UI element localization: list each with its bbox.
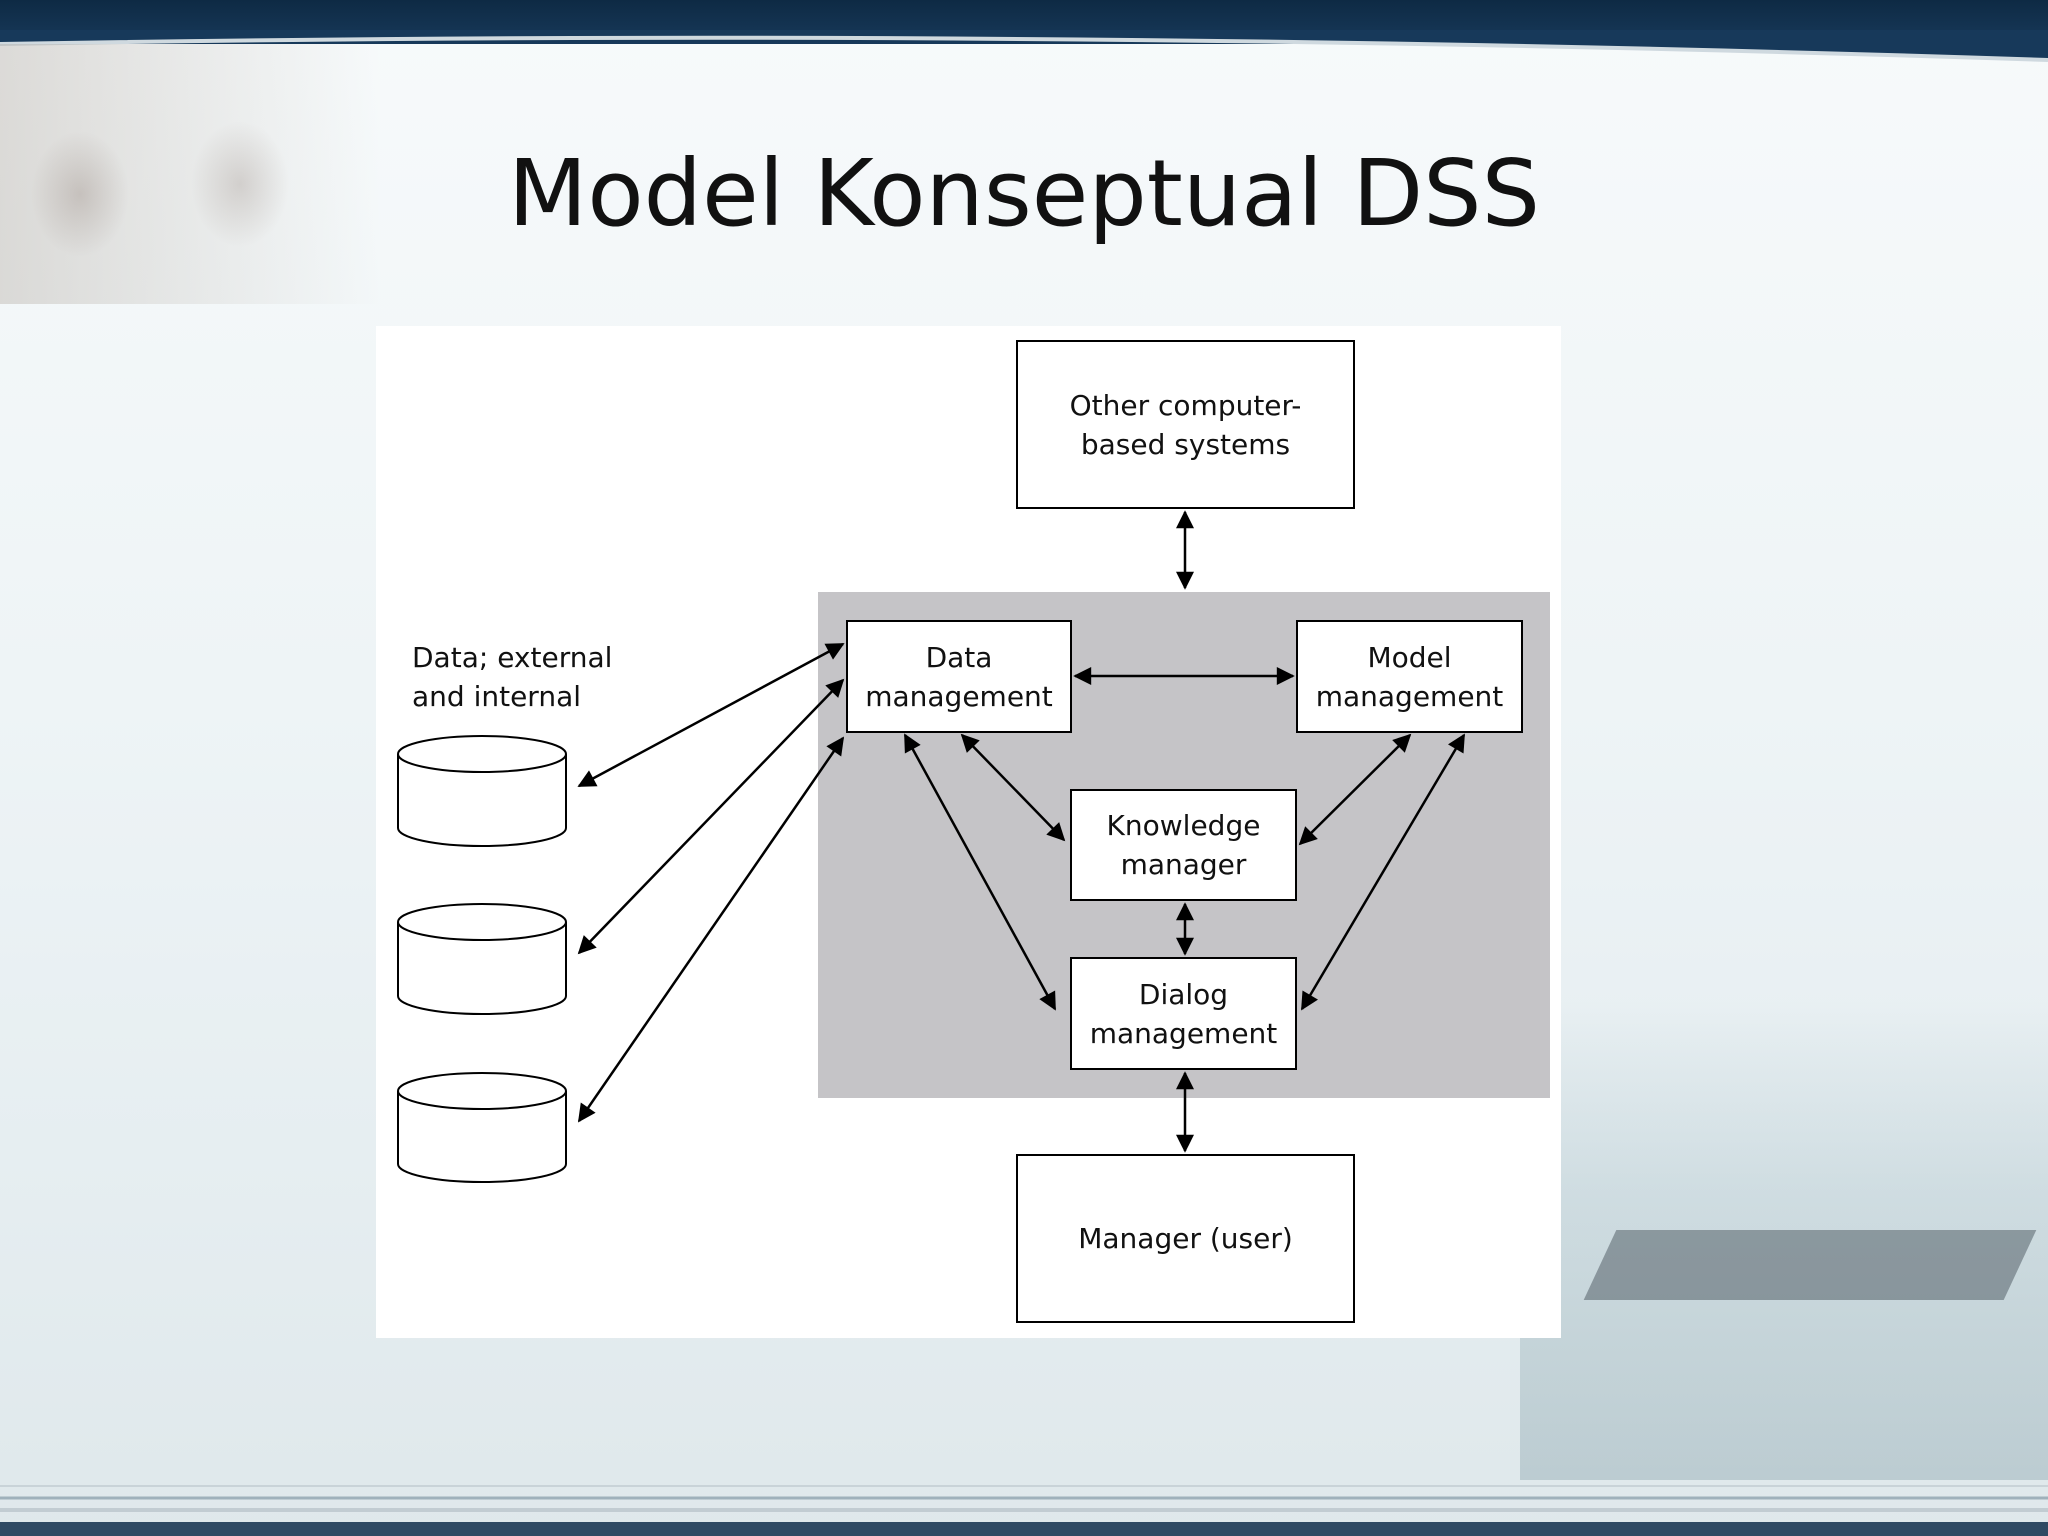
arrow-database-3-data: [577, 736, 845, 1123]
database-1-icon: [397, 735, 567, 847]
dss-diagram-figure: Other computer- based systems Data manag…: [376, 326, 1561, 1338]
footer-lines: [0, 1485, 2048, 1512]
data-management-box: [846, 620, 1072, 733]
data-sources-label: Data; external and internal: [412, 641, 613, 713]
database-3-icon: [397, 1072, 567, 1183]
knowledge-manager-label: Knowledge manager: [1106, 809, 1261, 881]
arrow-data-dialog: [903, 733, 1057, 1011]
slide-title: Model Konseptual DSS: [508, 140, 1540, 247]
manager-user-label: Manager (user): [1078, 1222, 1293, 1255]
header-curve: [0, 30, 2048, 62]
conference-table-shape: [1583, 1230, 2037, 1300]
other-systems-box: [1016, 340, 1355, 509]
manager-user-box: [1016, 1154, 1355, 1323]
business-people-photo: [0, 44, 380, 304]
model-management-label: Model management: [1315, 640, 1504, 713]
conference-room-photo: [1520, 1000, 2048, 1480]
dialog-management-box: [1070, 957, 1297, 1070]
dss-diagram: [397, 340, 1550, 1323]
footer-bar: [0, 1522, 2048, 1536]
arrow-database-2-data: [577, 678, 845, 955]
database-2-icon: [397, 903, 567, 1015]
arrow-model-dialog: [1300, 733, 1466, 1011]
other-systems-label: Other computer- based systems: [1069, 388, 1302, 461]
dialog-management-label: Dialog management: [1089, 977, 1278, 1050]
arrow-database-1-data: [577, 642, 845, 788]
model-management-box: [1296, 620, 1523, 733]
knowledge-manager-box: [1070, 789, 1297, 901]
data-management-label: Data management: [865, 640, 1053, 713]
